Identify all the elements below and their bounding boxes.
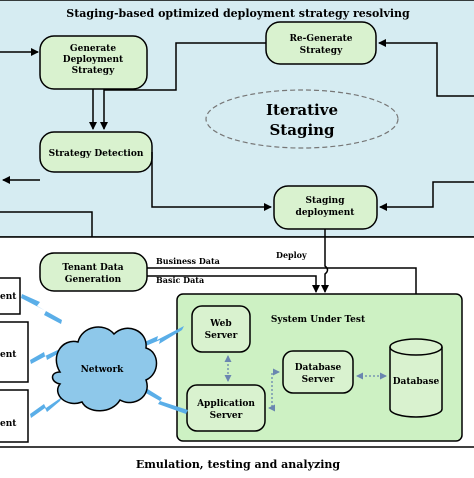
tenant-box-2-label: ent (0, 350, 17, 360)
tenant-box-3-label: ent (0, 419, 17, 429)
network-cloud (51, 326, 158, 412)
database-cylinder-top (389, 338, 443, 356)
business-data-label: Business Data (156, 256, 220, 266)
iterative-staging-line-1: Iterative (266, 101, 338, 119)
tenant-data-node (39, 252, 148, 292)
database-server-line-2: Server (302, 375, 335, 385)
tenant-box-3 (0, 389, 29, 443)
tenant-box-1-label: ent (0, 292, 17, 302)
line-basic-data (147, 275, 320, 293)
lightning-link-icon (30, 397, 62, 418)
basic-data-label: Basic Data (156, 275, 204, 285)
application-server-line-1: Application (196, 399, 255, 409)
database-cylinder (389, 347, 443, 418)
tenant-data-line-2: Generation (65, 275, 122, 285)
arrow-detection-to-staging (151, 152, 272, 211)
bottom-panel-caption: Emulation, testing and analyzing (136, 458, 341, 471)
web-server-node (191, 305, 251, 353)
iterative-staging-line-2: Staging (269, 121, 335, 139)
tenant-box-2 (0, 321, 29, 383)
iterative-staging-ellipse (205, 89, 399, 149)
tenant-box-1 (0, 277, 21, 315)
web-server-line-2: Server (205, 331, 238, 341)
lightning-link-icon (21, 294, 62, 324)
lightning-link-icon (140, 326, 184, 348)
regenerate-strategy-line-2: Strategy (300, 46, 343, 56)
top-panel-title: Staging-based optimized deployment strat… (66, 7, 410, 20)
web-server-line-1: Web (209, 319, 231, 329)
arrow-loop-to-regenerate (378, 39, 474, 97)
strategy-detection-label: Strategy Detection (49, 149, 144, 159)
application-server-node (186, 384, 266, 432)
link-app-dbserver (268, 368, 280, 412)
arrow-regenerate-to-detection (100, 42, 266, 130)
regenerate-strategy-line-1: Re-Generate (289, 34, 352, 44)
staging-deployment-line-2: deployment (296, 208, 356, 218)
staging-deployment-line-1: Staging (305, 196, 345, 206)
arrow-staging-to-sut (321, 229, 329, 293)
arrow-right-into-staging (379, 181, 474, 211)
database-label: Database (393, 377, 440, 387)
lightning-link-icon (30, 348, 62, 364)
tenant-data-line-1: Tenant Data (62, 263, 123, 273)
generate-strategy-line-3: Strategy (72, 66, 115, 76)
application-server-line-2: Server (210, 411, 243, 421)
database-server-node (282, 350, 354, 394)
database-server-line-1: Database (295, 363, 342, 373)
generate-strategy-line-1: Generate (70, 44, 116, 54)
system-under-test-title: System Under Test (271, 315, 366, 325)
generate-strategy-line-2: Deployment (63, 55, 124, 65)
network-label: Network (81, 365, 125, 375)
deploy-label: Deploy (276, 250, 307, 260)
lightning-link-icon (144, 388, 188, 414)
